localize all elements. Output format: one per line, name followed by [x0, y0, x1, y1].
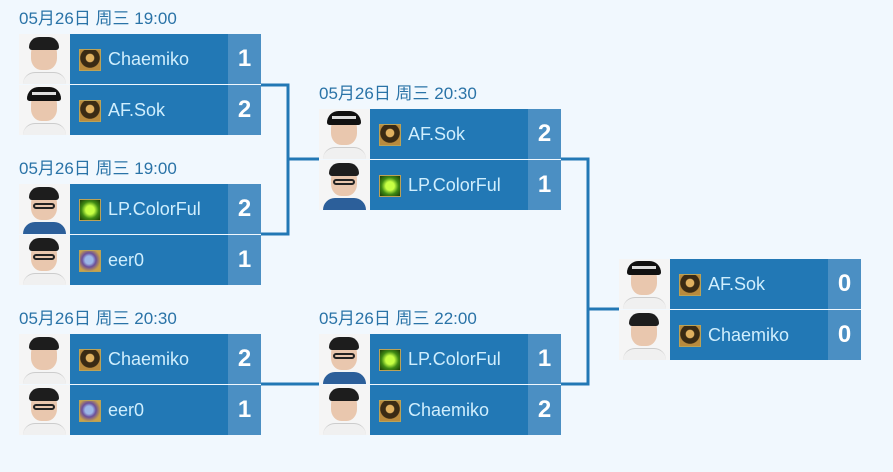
match-card[interactable]: 05月26日 周三 19:00 Chaemiko 1 AF.Sok 2: [19, 9, 261, 136]
player-row[interactable]: AF.Sok 2: [19, 85, 261, 135]
player-avatar: [19, 385, 70, 435]
player-avatar: [319, 160, 370, 210]
player-name[interactable]: AF.Sok: [408, 124, 466, 144]
orc-race-icon: [79, 400, 101, 422]
player-name[interactable]: AF.Sok: [108, 100, 166, 120]
player-name[interactable]: LP.ColorFul: [408, 349, 501, 369]
player-score: 2: [528, 385, 561, 435]
nightelf-race-icon: [379, 349, 401, 371]
human-race-icon: [379, 124, 401, 146]
player-row[interactable]: Chaemiko 1: [19, 34, 261, 84]
player-row[interactable]: LP.ColorFul 2: [19, 184, 261, 234]
human-race-icon: [79, 349, 101, 371]
nightelf-race-icon: [79, 199, 101, 221]
match-date: 05月26日 周三 20:30: [319, 84, 477, 103]
player-name[interactable]: Chaemiko: [408, 400, 490, 420]
player-row[interactable]: AF.Sok 2: [319, 109, 561, 159]
match-date: 05月26日 周三 22:00: [319, 309, 477, 328]
match-card[interactable]: 05月26日 周三 22:00 LP.ColorFul 1 Chaemiko 2: [319, 309, 561, 436]
player-score: 2: [228, 85, 261, 135]
player-name[interactable]: eer0: [108, 250, 145, 270]
player-name[interactable]: Chaemiko: [108, 49, 190, 69]
player-score: 1: [228, 34, 261, 84]
match-date: 05月26日 周三 20:30: [19, 309, 177, 328]
player-score: 1: [528, 160, 561, 210]
player-name[interactable]: eer0: [108, 400, 145, 420]
player-row[interactable]: Chaemiko 2: [319, 385, 561, 435]
player-avatar: [619, 310, 670, 360]
player-name[interactable]: Chaemiko: [108, 349, 190, 369]
player-avatar: [19, 235, 70, 285]
player-row[interactable]: AF.Sok 0: [619, 259, 861, 309]
player-avatar: [319, 109, 370, 159]
player-score: 1: [528, 334, 561, 384]
match-date: 05月26日 周三 19:00: [19, 9, 177, 28]
human-race-icon: [679, 325, 701, 347]
player-name[interactable]: LP.ColorFul: [108, 199, 201, 219]
player-name[interactable]: LP.ColorFul: [408, 175, 501, 195]
player-avatar: [19, 85, 70, 135]
player-row[interactable]: Chaemiko 0: [619, 310, 861, 360]
player-avatar: [19, 184, 70, 234]
match-card[interactable]: 05月26日 周三 19:00 LP.ColorFul 2 eer0 1: [19, 159, 261, 286]
match-card[interactable]: AF.Sok 0 Chaemiko 0: [619, 259, 861, 361]
player-row[interactable]: LP.ColorFul 1: [319, 334, 561, 384]
player-row[interactable]: Chaemiko 2: [19, 334, 261, 384]
player-avatar: [19, 34, 70, 84]
human-race-icon: [79, 100, 101, 122]
human-race-icon: [79, 49, 101, 71]
player-score: 1: [228, 385, 261, 435]
player-row[interactable]: eer0 1: [19, 385, 261, 435]
player-avatar: [619, 259, 670, 309]
player-avatar: [319, 334, 370, 384]
player-score: 2: [228, 184, 261, 234]
player-row[interactable]: LP.ColorFul 1: [319, 160, 561, 210]
nightelf-race-icon: [379, 175, 401, 197]
player-avatar: [319, 385, 370, 435]
player-score: 2: [228, 334, 261, 384]
player-name[interactable]: AF.Sok: [708, 274, 766, 294]
player-score: 1: [228, 235, 261, 285]
human-race-icon: [679, 274, 701, 296]
player-score: 0: [828, 310, 861, 360]
player-avatar: [19, 334, 70, 384]
player-score: 0: [828, 259, 861, 309]
match-card[interactable]: 05月26日 周三 20:30 Chaemiko 2 eer0 1: [19, 309, 261, 436]
human-race-icon: [379, 400, 401, 422]
player-score: 2: [528, 109, 561, 159]
match-date: 05月26日 周三 19:00: [19, 159, 177, 178]
orc-race-icon: [79, 250, 101, 272]
match-card[interactable]: 05月26日 周三 20:30 AF.Sok 2 LP.ColorFul 1: [319, 84, 561, 211]
player-row[interactable]: eer0 1: [19, 235, 261, 285]
player-name[interactable]: Chaemiko: [708, 325, 790, 345]
